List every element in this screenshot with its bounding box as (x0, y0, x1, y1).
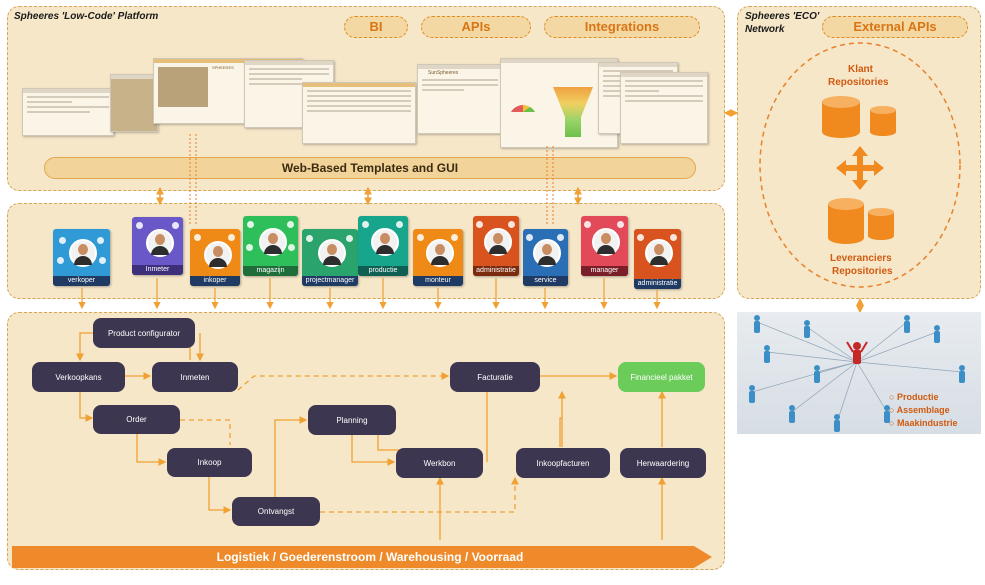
role-card-projectmanager[interactable]: projectmanager (302, 229, 358, 286)
role-label: administratie (473, 266, 519, 276)
avatar (259, 228, 287, 256)
avatar (533, 239, 561, 267)
role-card-magazijn[interactable]: magazijn (243, 216, 298, 276)
double-arrows (156, 109, 864, 314)
process-flow-dashed (180, 372, 519, 513)
eco-title-line2: Network (745, 24, 785, 35)
avatar (204, 241, 232, 269)
node-financieel-pakket[interactable]: Financieel pakket (618, 362, 705, 392)
screenshot-thumb-5 (302, 82, 416, 144)
role-card-service[interactable]: service (523, 229, 568, 286)
role-label: inkoper (190, 276, 240, 286)
platform-title: Spheeres 'Low-Code' Platform (14, 11, 159, 22)
avatar (592, 228, 620, 256)
klant-label-2: Repositories (828, 77, 889, 88)
screenshot-thumb-2 (110, 74, 158, 132)
node-ontvangst[interactable]: Ontvangst (232, 497, 320, 526)
role-card-administratie[interactable]: administratie (473, 216, 519, 276)
avatar (426, 239, 454, 267)
dotted-connectors (189, 134, 554, 224)
bullet-label: Assemblage (896, 405, 950, 415)
screenshot-thumb-6: SunSpheeres (417, 64, 503, 134)
role-card-productie[interactable]: productie (358, 216, 408, 276)
avatar (69, 239, 97, 267)
role-label: projectmanager (302, 276, 358, 286)
four-way-arrow-icon (836, 146, 884, 190)
bullet-label: Productie (896, 392, 939, 402)
node-herwaardering[interactable]: Herwaardering (620, 448, 706, 478)
brand-label: SPHEERES (212, 65, 234, 70)
network-lines (751, 321, 963, 423)
network-image: ○ Productie ○ Assemblage ○ Maakindustrie (737, 312, 981, 434)
leveranciers-database-icon (828, 198, 894, 244)
node-inkoopfacturen[interactable]: Inkoopfacturen (516, 448, 610, 478)
bi-pill[interactable]: BI (344, 16, 408, 38)
node-inmeten[interactable]: Inmeten (152, 362, 238, 392)
process-flow (76, 331, 666, 540)
role-label: manager (581, 266, 628, 276)
process-panel (7, 312, 725, 570)
klant-database-icon (822, 96, 896, 138)
role-label: verkoper (53, 276, 110, 286)
screenshot-thumb-9 (620, 72, 708, 144)
leveranciers-label-1: Leveranciers (830, 253, 892, 264)
role-card-monteur[interactable]: monteur (413, 229, 463, 286)
brand-label-2: SunSpheeres (428, 70, 459, 76)
avatar (484, 228, 512, 256)
role-card-inmeter[interactable]: Inmeter (132, 217, 183, 275)
role-label: service (523, 276, 568, 286)
node-order[interactable]: Order (93, 405, 180, 434)
integrations-pill[interactable]: Integrations (544, 16, 700, 38)
node-werkbon[interactable]: Werkbon (396, 448, 483, 478)
node-inkoop[interactable]: Inkoop (167, 448, 252, 477)
templates-gui-bar[interactable]: Web-Based Templates and GUI (44, 157, 696, 179)
role-card-verkoper[interactable]: verkoper (53, 229, 110, 286)
logistics-banner-label: Logistiek / Goederenstroom / Warehousing… (216, 550, 524, 564)
logistics-banner-shape (12, 546, 712, 568)
screenshot-thumb-1 (22, 88, 114, 136)
role-label: administratie (634, 279, 681, 289)
leveranciers-label-2: Repositories (832, 266, 893, 277)
external-apis-pill[interactable]: External APIs (822, 16, 968, 38)
node-planning[interactable]: Planning (308, 405, 396, 435)
avatar (146, 229, 174, 257)
central-person-icon (846, 341, 868, 364)
avatar (645, 239, 673, 267)
role-label: magazijn (243, 266, 298, 276)
role-card-inkoper[interactable]: inkoper (190, 229, 240, 286)
node-facturatie[interactable]: Facturatie (450, 362, 540, 392)
eco-title-line1: Spheeres 'ECO' (745, 11, 820, 22)
klant-label-1: Klant (848, 64, 873, 75)
network-bullet-2: ○ Assemblage (889, 405, 950, 415)
bullet-label: Maakindustrie (896, 418, 958, 428)
role-label: monteur (413, 276, 463, 286)
role-label: Inmeter (132, 265, 183, 275)
network-people-icons (749, 315, 965, 432)
network-bullet-1: ○ Productie (889, 392, 939, 402)
network-bullet-3: ○ Maakindustrie (889, 418, 958, 428)
node-verkoopkans[interactable]: Verkoopkans (32, 362, 125, 392)
role-label: productie (358, 266, 408, 276)
node-product-configurator[interactable]: Product configurator (93, 318, 195, 348)
apis-pill[interactable]: APIs (421, 16, 531, 38)
eco-network-circle (759, 42, 961, 288)
avatar (318, 239, 346, 267)
avatar (371, 228, 399, 256)
role-card-manager[interactable]: manager (581, 216, 628, 276)
role-card-administratie-2[interactable]: administratie (634, 229, 681, 289)
role-arrows (78, 278, 661, 310)
